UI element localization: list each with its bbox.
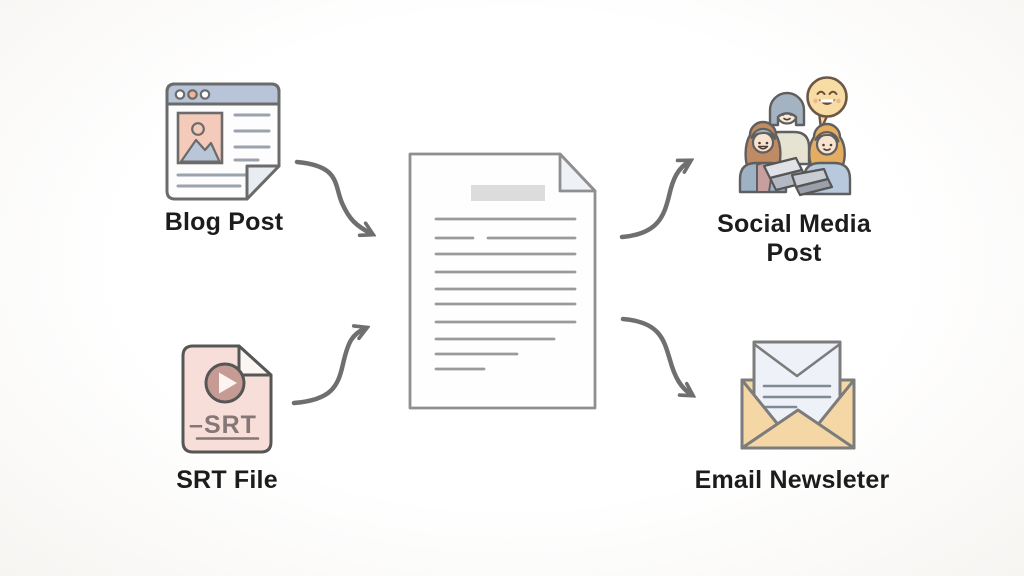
- arrow-blog-to-document: [294, 159, 372, 234]
- blog-post-label: Blog Post: [164, 208, 284, 236]
- arrow-srt-to-document: [291, 328, 366, 406]
- arrow-document-to-email: [620, 316, 692, 395]
- srt-badge-text: –SRT: [189, 411, 257, 439]
- email-newsletter-label: Email Newsleter: [694, 466, 890, 494]
- blog-post-icon: [165, 82, 281, 201]
- arrow-document-to-social: [619, 161, 690, 240]
- srt-file-label: SRT File: [176, 466, 278, 494]
- central-document-icon: [408, 152, 597, 410]
- social-media-label: Social Media Post: [699, 210, 889, 268]
- email-newsletter-icon: [740, 340, 856, 450]
- social-media-label-line2: Post: [766, 239, 822, 267]
- srt-file-icon: –SRT: [181, 344, 273, 454]
- social-media-label-line1: Social Media: [717, 210, 871, 238]
- social-media-icon: [738, 76, 852, 197]
